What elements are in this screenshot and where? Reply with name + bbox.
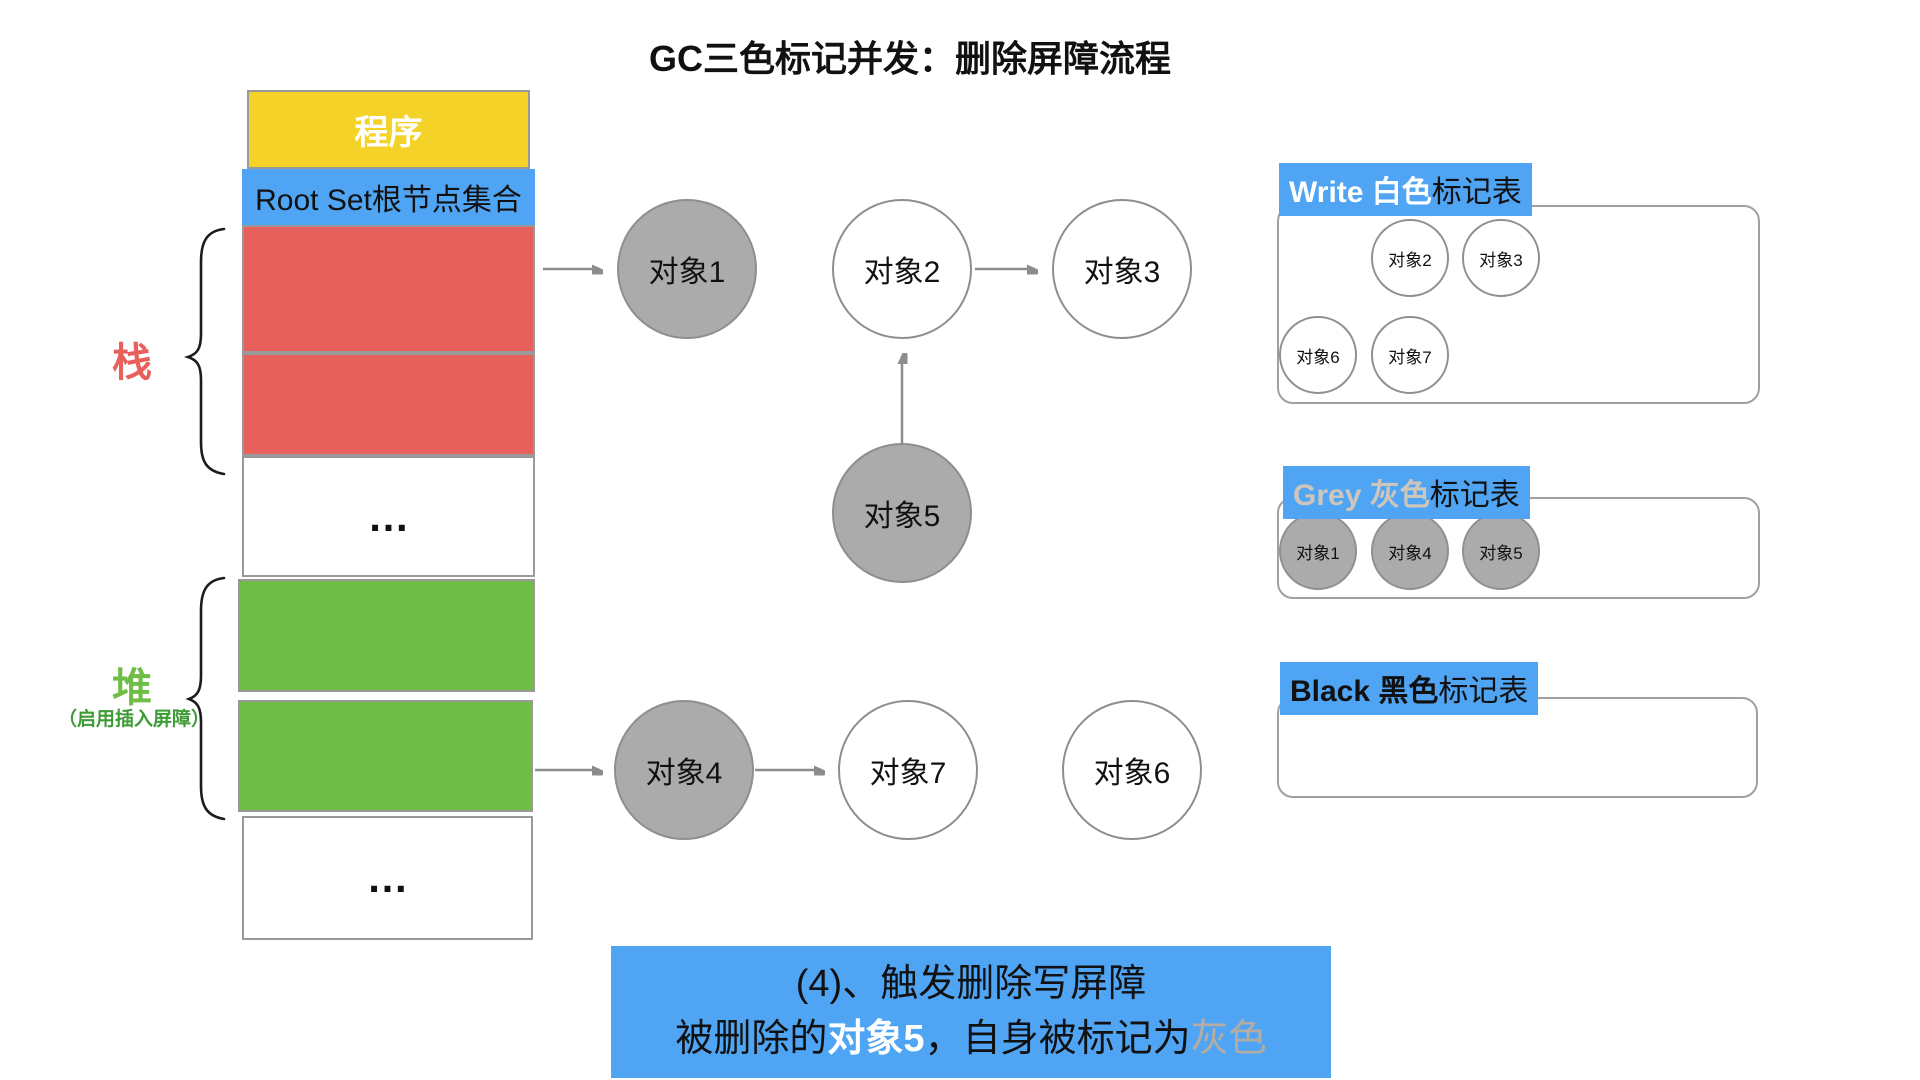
heap-segment-1 (238, 579, 535, 692)
step-note: (4)、触发删除写屏障 被删除的对象5，自身被标记为灰色 (611, 946, 1331, 1078)
chip-label: 对象6 (1296, 347, 1340, 367)
chip-label: 对象1 (1296, 543, 1340, 563)
white-table-member: 对象6 (1279, 316, 1357, 394)
heap-brace (185, 576, 226, 821)
ellipsis-dots: … (367, 492, 419, 540)
step-note-line1: (4)、触发删除写屏障 (795, 962, 1147, 1005)
grey-table-header-rest: 标记表 (1429, 479, 1520, 512)
black-table-header: Black 黑色标记表 (1280, 662, 1539, 715)
ellipsis-dots: … (366, 854, 418, 901)
note-part: 被删除的 (675, 1018, 828, 1060)
program-label: 程序 (354, 114, 423, 152)
graph-node-obj5: 对象5 (832, 443, 972, 583)
graph-node-obj2: 对象2 (832, 199, 972, 339)
white-table-header: Write 白色标记表 (1279, 163, 1532, 216)
white-table-member: 对象3 (1462, 219, 1540, 297)
grey-table-member: 对象4 (1371, 512, 1449, 590)
root-set-box: Root Set根节点集合 (242, 169, 535, 225)
heap-sublabel: （启用插入屏障） (57, 709, 210, 730)
graph-node-obj7: 对象7 (838, 700, 978, 840)
graph-node-obj4: 对象4 (614, 700, 754, 840)
note-part-obj5: 对象5 (827, 1018, 925, 1060)
stack-label: 栈 (112, 341, 152, 385)
white-table-member: 对象7 (1371, 316, 1449, 394)
chip-label: 对象5 (1479, 543, 1523, 563)
node-label: 对象4 (645, 757, 723, 790)
white-table-member: 对象2 (1371, 219, 1449, 297)
black-table-header-rest: 标记表 (1438, 675, 1529, 708)
grey-table-header: Grey 灰色标记表 (1283, 466, 1530, 519)
node-label: 对象5 (863, 500, 941, 533)
white-table-header-highlight: Write 白色 (1289, 176, 1432, 209)
note-part: ，自身被标记为 (924, 1018, 1191, 1060)
stack-segment-2 (242, 353, 535, 456)
stack-brace (183, 227, 226, 476)
step-note-line2: 被删除的对象5，自身被标记为灰色 (675, 1012, 1266, 1067)
root-set-label: Root Set根节点集合 (255, 184, 522, 217)
node-label: 对象6 (1093, 757, 1171, 790)
chip-label: 对象7 (1388, 347, 1432, 367)
heap-label: 堆 (112, 666, 152, 710)
node-label: 对象3 (1083, 256, 1161, 289)
note-part-grey: 灰色 (1190, 1018, 1267, 1060)
memory-ellipsis-segment-1: … (242, 456, 535, 577)
stack-segment-1 (242, 225, 535, 353)
white-table-header-rest: 标记表 (1431, 176, 1522, 209)
grey-table-member: 对象1 (1279, 512, 1357, 590)
program-box: 程序 (247, 90, 530, 169)
chip-label: 对象2 (1388, 250, 1432, 270)
node-label: 对象7 (869, 757, 947, 790)
node-label: 对象2 (863, 256, 941, 289)
page-title: GC三色标记并发：删除屏障流程 (648, 38, 1172, 79)
graph-node-obj3: 对象3 (1052, 199, 1192, 339)
graph-node-obj6: 对象6 (1062, 700, 1202, 840)
grey-table-header-highlight: Grey 灰色 (1293, 479, 1430, 512)
grey-table-member: 对象5 (1462, 512, 1540, 590)
black-table-header-highlight: Black 黑色 (1290, 675, 1439, 708)
chip-label: 对象4 (1388, 543, 1432, 563)
chip-label: 对象3 (1479, 250, 1523, 270)
node-label: 对象1 (648, 256, 726, 289)
memory-ellipsis-segment-2: … (242, 816, 533, 940)
heap-segment-2 (238, 700, 533, 812)
graph-node-obj1: 对象1 (617, 199, 757, 339)
